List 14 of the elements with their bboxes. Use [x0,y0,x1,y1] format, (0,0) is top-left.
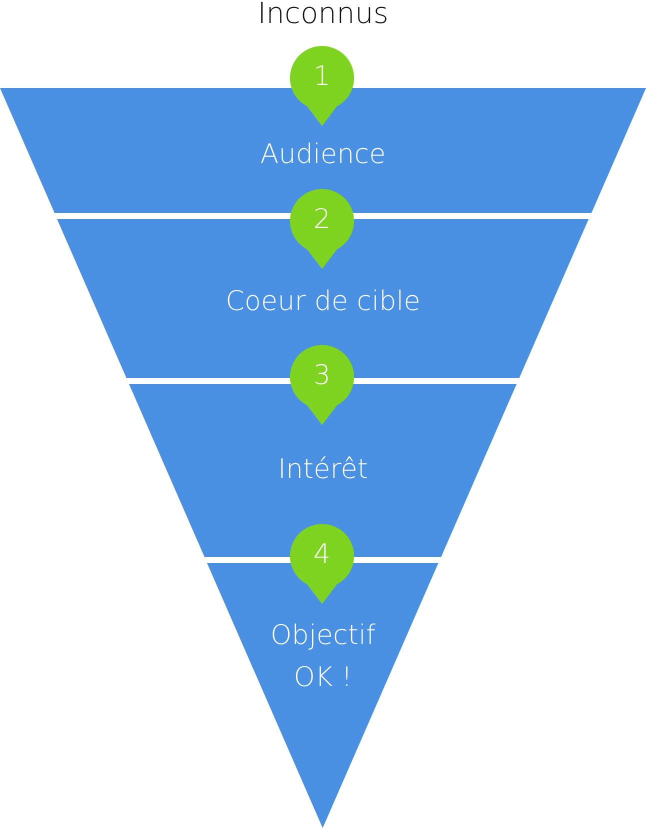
stage-label: Audience [259,138,387,172]
step-number: 1 [312,60,332,94]
stage-label: Intérêt [276,453,369,487]
number-pin [289,344,355,426]
step-number: 2 [312,203,332,237]
funnel-stage [207,563,439,828]
step-number: 3 [312,359,332,393]
stage-label: Objectif OK ! [270,619,376,695]
step-number: 4 [312,538,332,572]
number-pin [289,188,355,270]
funnel-title: Inconnus [256,0,390,30]
number-pin [289,523,355,605]
number-pin [289,45,355,127]
stage-label: Coeur de cible [224,285,422,319]
